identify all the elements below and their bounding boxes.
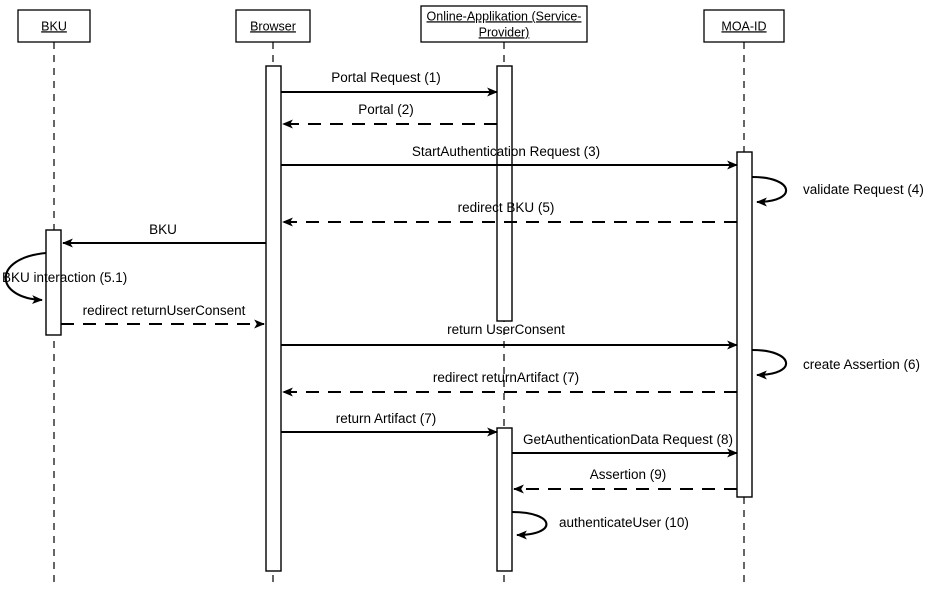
message-startauthentication-request-label: StartAuthentication Request (3)	[412, 144, 600, 159]
message-return-userconsent[interactable]: return UserConsent	[281, 322, 738, 350]
participant-browser-box	[235, 9, 311, 43]
message-portal-request[interactable]: Portal Request (1)	[281, 70, 498, 97]
message-redirect-returnuserconsent-label: redirect returnUserConsent	[83, 303, 246, 318]
message-bku-interaction[interactable]: BKU interaction (5.1)	[2, 251, 127, 305]
activation-oa-upper	[496, 65, 513, 322]
message-getauthenticationdata-request-label: GetAuthenticationData Request (8)	[523, 432, 733, 447]
message-portal-request-label: Portal Request (1)	[331, 70, 441, 85]
participant-oa-box	[420, 5, 588, 43]
participant-moa-id[interactable]: MOA-ID	[703, 9, 785, 43]
participant-oa-label-line2: Provider)	[479, 25, 530, 39]
participant-bku-label: BKU	[41, 19, 67, 33]
message-return-artifact-label: return Artifact (7)	[336, 411, 437, 426]
participant-oa-label-line1: Online-Applikation (Service-	[427, 9, 582, 23]
message-assertion-label: Assertion (9)	[590, 467, 667, 482]
message-authenticateuser-label: authenticateUser (10)	[559, 515, 689, 530]
message-bku-interaction-label: BKU interaction (5.1)	[2, 270, 127, 285]
message-authenticateuser-arc	[511, 510, 548, 540]
activation-moa	[736, 151, 753, 498]
activation-bku	[45, 229, 62, 336]
message-portal-response[interactable]: Portal (2)	[282, 102, 497, 129]
participant-bku[interactable]: BKU	[17, 9, 91, 43]
participant-browser[interactable]: Browser	[235, 9, 311, 43]
message-validate-request-label: validate Request (4)	[803, 182, 924, 197]
participant-moa-label: MOA-ID	[721, 19, 766, 33]
message-create-assertion[interactable]: create Assertion (6)	[751, 348, 920, 380]
message-authenticateuser[interactable]: authenticateUser (10)	[511, 510, 689, 540]
participant-moa-box	[703, 9, 785, 43]
message-startauthentication-request[interactable]: StartAuthentication Request (3)	[281, 144, 738, 170]
message-redirect-bku-label: redirect BKU (5)	[458, 200, 555, 215]
activation-bars	[45, 65, 753, 572]
message-create-assertion-label: create Assertion (6)	[803, 357, 920, 372]
message-redirect-bku[interactable]: redirect BKU (5)	[282, 200, 737, 227]
participant-bku-box	[17, 9, 91, 43]
participant-browser-label: Browser	[250, 19, 296, 33]
message-return-userconsent-label: return UserConsent	[447, 322, 565, 337]
activation-oa-lower	[496, 427, 513, 572]
message-create-assertion-arc	[751, 348, 788, 380]
messages: Portal Request (1) Portal (2) StartAuthe…	[2, 70, 924, 540]
message-bku-label: BKU	[149, 222, 177, 237]
message-redirect-returnartifact-label: redirect returnArtifact (7)	[433, 370, 579, 385]
message-validate-request[interactable]: validate Request (4)	[751, 175, 924, 207]
message-bku[interactable]: BKU	[62, 222, 266, 248]
message-portal-response-label: Portal (2)	[358, 102, 414, 117]
message-redirect-returnartifact[interactable]: redirect returnArtifact (7)	[282, 370, 737, 397]
message-redirect-returnuserconsent[interactable]: redirect returnUserConsent	[61, 303, 265, 329]
message-validate-request-arc	[751, 175, 788, 207]
message-return-artifact[interactable]: return Artifact (7)	[281, 411, 498, 437]
participant-headers: BKU Browser Online-Applikation (Service-…	[17, 5, 785, 43]
activation-browser	[265, 65, 282, 572]
message-getauthenticationdata-request[interactable]: GetAuthenticationData Request (8)	[512, 432, 738, 458]
participant-online-applikation[interactable]: Online-Applikation (Service- Provider)	[420, 5, 588, 43]
message-bku-interaction-arc	[4, 251, 47, 305]
message-assertion[interactable]: Assertion (9)	[513, 467, 737, 494]
